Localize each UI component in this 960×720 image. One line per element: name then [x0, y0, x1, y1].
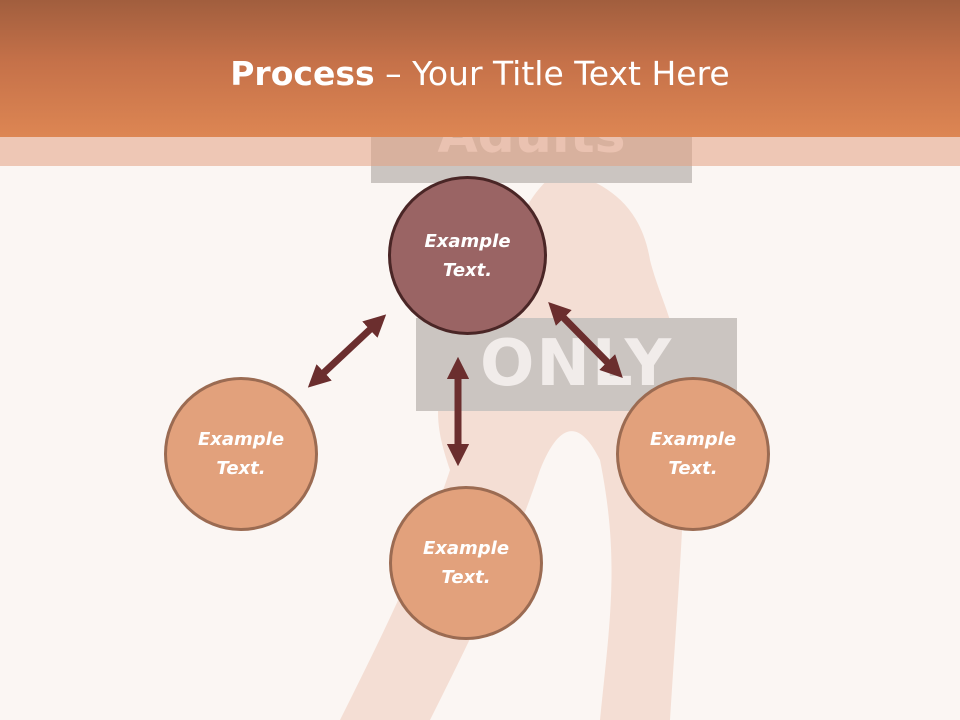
slide-title[interactable]: Process – Your Title Text Here — [0, 52, 960, 96]
process-node-top[interactable]: Example Text. — [388, 176, 547, 335]
process-node-right[interactable]: Example Text. — [616, 377, 770, 531]
header-band — [0, 0, 960, 137]
node-text: Example Text. — [649, 429, 737, 479]
header-strip — [0, 137, 960, 166]
title-bold: Process — [230, 54, 375, 93]
process-node-left[interactable]: Example Text. — [164, 377, 318, 531]
node-text: Example Text. — [197, 429, 285, 479]
title-rest: – Your Title Text Here — [374, 54, 730, 93]
process-node-bottom[interactable]: Example Text. — [389, 486, 543, 640]
node-text: Example Text. — [424, 230, 511, 281]
node-text: Example Text. — [422, 538, 510, 588]
